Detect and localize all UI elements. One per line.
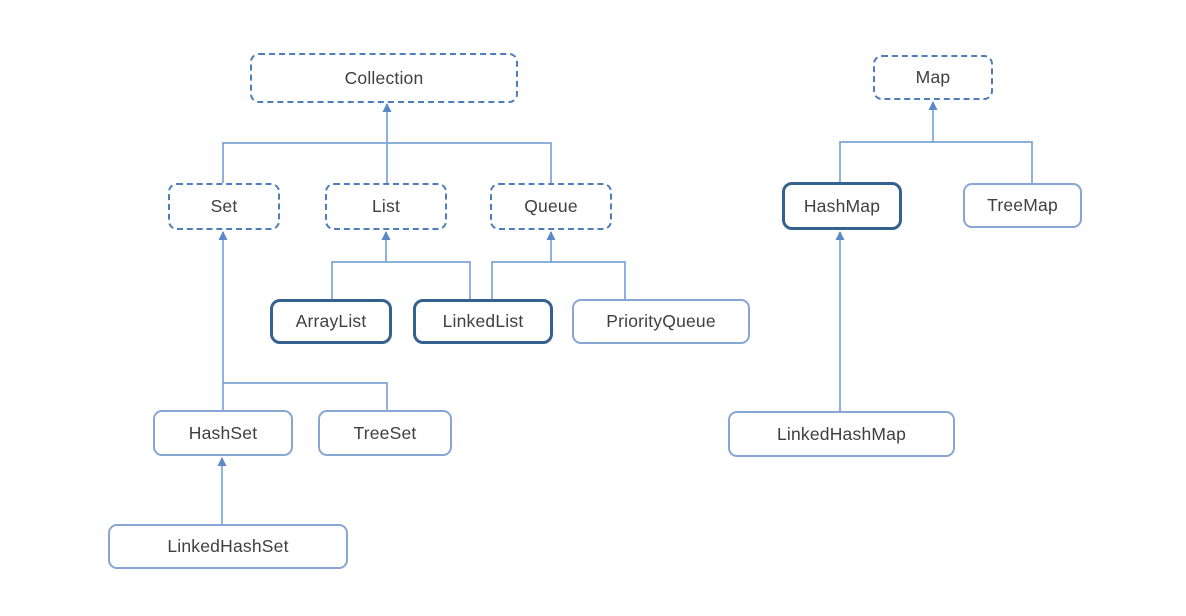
node-arraylist: ArrayList: [270, 299, 392, 344]
edge-list-fork: [331, 261, 471, 299]
arrowhead-hashset-stem: [217, 457, 227, 466]
edge-set-fork-treeset: [223, 382, 388, 410]
arrowhead-map-stem: [928, 101, 938, 110]
node-linkedlist: LinkedList: [413, 299, 553, 344]
node-map: Map: [873, 55, 993, 100]
node-priorityqueue: PriorityQueue: [572, 299, 750, 344]
node-treemap: TreeMap: [963, 183, 1082, 228]
edge-map-bar: [839, 141, 1033, 183]
node-linkedhashset: LinkedHashSet: [108, 524, 348, 569]
node-treeset: TreeSet: [318, 410, 452, 456]
node-linkedhashmap: LinkedHashMap: [728, 411, 955, 457]
node-hashmap: HashMap: [782, 182, 902, 230]
arrowhead-collection-stem: [382, 103, 392, 112]
node-queue: Queue: [490, 183, 612, 230]
node-list: List: [325, 183, 447, 230]
arrowhead-set-stem-hashset: [218, 231, 228, 240]
node-hashset: HashSet: [153, 410, 293, 456]
arrowhead-hashmap-stem: [835, 231, 845, 240]
arrowhead-list-stem: [381, 231, 391, 240]
edge-queue-fork: [491, 261, 626, 299]
arrowhead-queue-stem: [546, 231, 556, 240]
node-collection: Collection: [250, 53, 518, 103]
node-set: Set: [168, 183, 280, 230]
